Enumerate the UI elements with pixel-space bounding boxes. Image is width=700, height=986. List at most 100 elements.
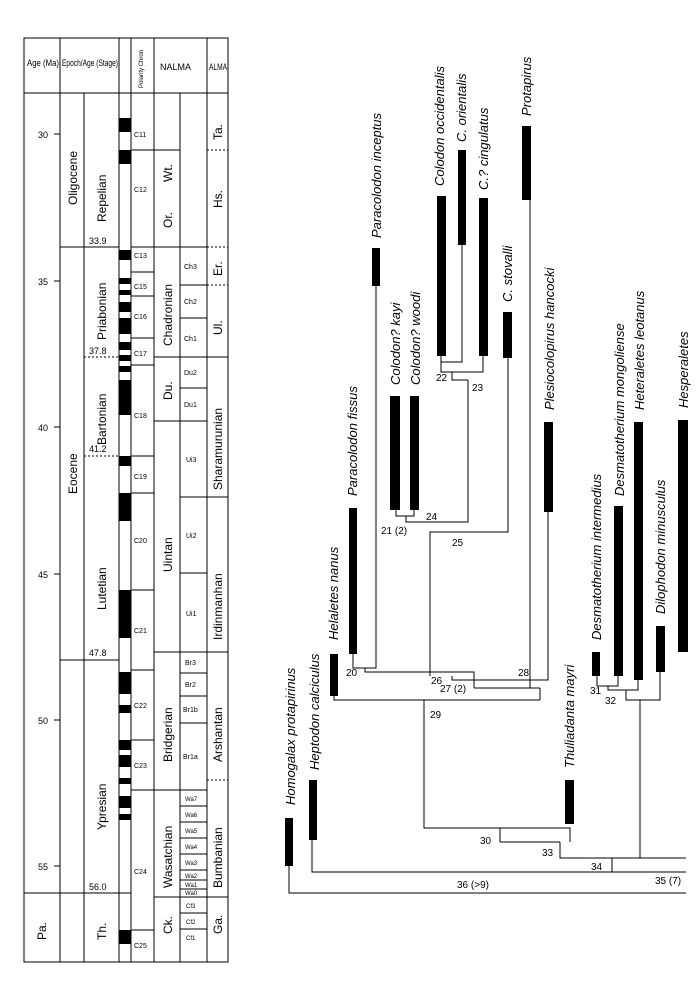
nalma-sub-label: Ui2 (186, 533, 197, 540)
node-label: 28 (518, 668, 530, 679)
nalma-sub-label: Wa3 (185, 861, 198, 867)
nalma-label: Uintan (161, 537, 175, 572)
stage-label: Ypresian (95, 784, 109, 830)
age-tick-label: 40 (38, 423, 48, 433)
polarity-chron-header: Polarity Chron (139, 50, 145, 88)
stage-label: Bartonian (95, 394, 109, 445)
chron-labels: C11 C12 C13 C15 C16 C17 C18 C19 C20 C21 … (134, 132, 147, 950)
range-bar (458, 150, 466, 245)
taxon-label: Colodon? kayi (388, 302, 403, 385)
chron-label: C22 (134, 703, 147, 710)
boundary-age: 41.2 (89, 444, 107, 454)
range-bar (634, 422, 643, 680)
nalma-label: Wasatchian (161, 826, 175, 888)
nalma-label: Wt. (161, 164, 175, 182)
taxon-label: Desmatotherium intermedius (589, 473, 604, 640)
nalma-sub-label: Ui3 (186, 457, 197, 464)
range-bar (544, 422, 553, 512)
chron-label: C15 (134, 284, 147, 291)
taxon-label: Paracolodon fissus (345, 386, 360, 496)
nalma-sub-label: Ch2 (184, 299, 197, 306)
age-tick-labels: 30 35 40 45 50 55 (38, 130, 48, 872)
chron-label: C16 (134, 314, 147, 321)
chron-label: C11 (134, 132, 146, 139)
node-label: 21 (2) (381, 526, 407, 537)
nalma-sub-label: Ui1 (186, 611, 197, 618)
range-bar (410, 396, 419, 510)
nalma-label: Or. (161, 212, 175, 228)
nalma-sub-label: Wa2 (185, 874, 198, 880)
alma-label: Ta. (211, 124, 225, 140)
alma-label: Ga. (211, 915, 225, 934)
alma-header: ALMA (209, 62, 227, 72)
nalma-sub-label: Ch3 (184, 264, 197, 271)
taxon-label: Plesiocolopirus hancocki (542, 267, 557, 410)
taxon-label: Hesperaletes (676, 331, 691, 408)
age-tick-label: 30 (38, 130, 48, 140)
nalma-sub-label: Du2 (184, 370, 197, 377)
age-tick-label: 55 (38, 862, 48, 872)
alma-label: Irdinmanhan (211, 573, 225, 640)
nalma-label: Du. (161, 381, 175, 400)
chron-label: C17 (134, 351, 147, 358)
node-labels: 20 21 (2) 22 23 24 25 26 27 (2) 28 29 30… (346, 373, 681, 891)
chron-label: C24 (134, 869, 147, 876)
node-label: 34 (591, 862, 603, 873)
stage-labels: Repelian Priabonian Bartonian Lutetian Y… (95, 175, 109, 830)
nalma-sub-label: Wa0 (185, 891, 198, 897)
nalma-sub-label: Cf2 (186, 920, 196, 926)
chron-label: C21 (134, 628, 147, 635)
nalma-sub-label: Wa7 (185, 797, 198, 803)
taxon-range-bars (285, 126, 688, 866)
nalma-header: NALMA (160, 62, 191, 72)
taxon-labels: Homogalax protapirinus Heptodon calcicul… (283, 56, 691, 805)
nalma-label: Ck. (161, 916, 175, 934)
age-header: Age (Ma) (27, 58, 59, 68)
taxon-label: Heptodon calciculus (307, 653, 322, 770)
polarity-column (119, 118, 131, 944)
range-bar (592, 652, 600, 676)
taxon-label: Homogalax protapirinus (283, 667, 298, 805)
taxon-label: C. stovalli (500, 245, 515, 302)
boundary-age: 47.8 (89, 648, 107, 658)
nalma-label: Chadronian (161, 284, 175, 346)
node-label: 29 (430, 710, 442, 721)
taxon-label: Protapirus (519, 56, 534, 116)
alma-label: Hs. (211, 190, 225, 208)
nalma-sub-label: Br1b (183, 707, 198, 714)
taxon-label: Thuliadanta mayri (562, 664, 577, 768)
range-bar (349, 508, 357, 654)
node-label: 25 (452, 538, 464, 549)
stage-label: Priabonian (95, 283, 109, 340)
chron-label: C25 (134, 943, 147, 950)
range-bar (372, 248, 380, 286)
alma-label: Er. (211, 261, 225, 276)
range-bar (522, 126, 531, 200)
epoch-label: Pa. (35, 922, 49, 940)
alma-label: Ul. (211, 320, 225, 335)
range-bar (285, 818, 293, 866)
range-bar (330, 654, 338, 696)
alma-label: Sharamurunian (211, 408, 225, 490)
chron-label: C12 (134, 187, 147, 194)
taxon-label: Colodon occidentalis (432, 66, 447, 186)
nalma-sub-label: Wa4 (185, 845, 198, 851)
node-label: 32 (605, 696, 617, 707)
chron-label: C20 (134, 538, 147, 545)
node-label: 24 (426, 512, 438, 523)
node-label: 26 (431, 676, 443, 687)
nalma-sub-label: Cf3 (186, 904, 196, 910)
epoch-label: Th. (95, 923, 109, 940)
alma-label: Bumbanian (211, 827, 225, 888)
epoch-label: Oligocene (66, 151, 80, 205)
chron-label: C19 (134, 474, 147, 481)
taxon-label: Helaletes nanus (326, 546, 341, 640)
node-label: 33 (542, 848, 554, 859)
range-bar (309, 780, 317, 840)
range-bar (437, 196, 446, 356)
nalma-sub-label: Br3 (185, 660, 196, 667)
nalma-sub-label: Cf1 (186, 936, 196, 942)
boundary-age: 37.8 (89, 346, 107, 356)
node-label: 23 (472, 383, 484, 394)
